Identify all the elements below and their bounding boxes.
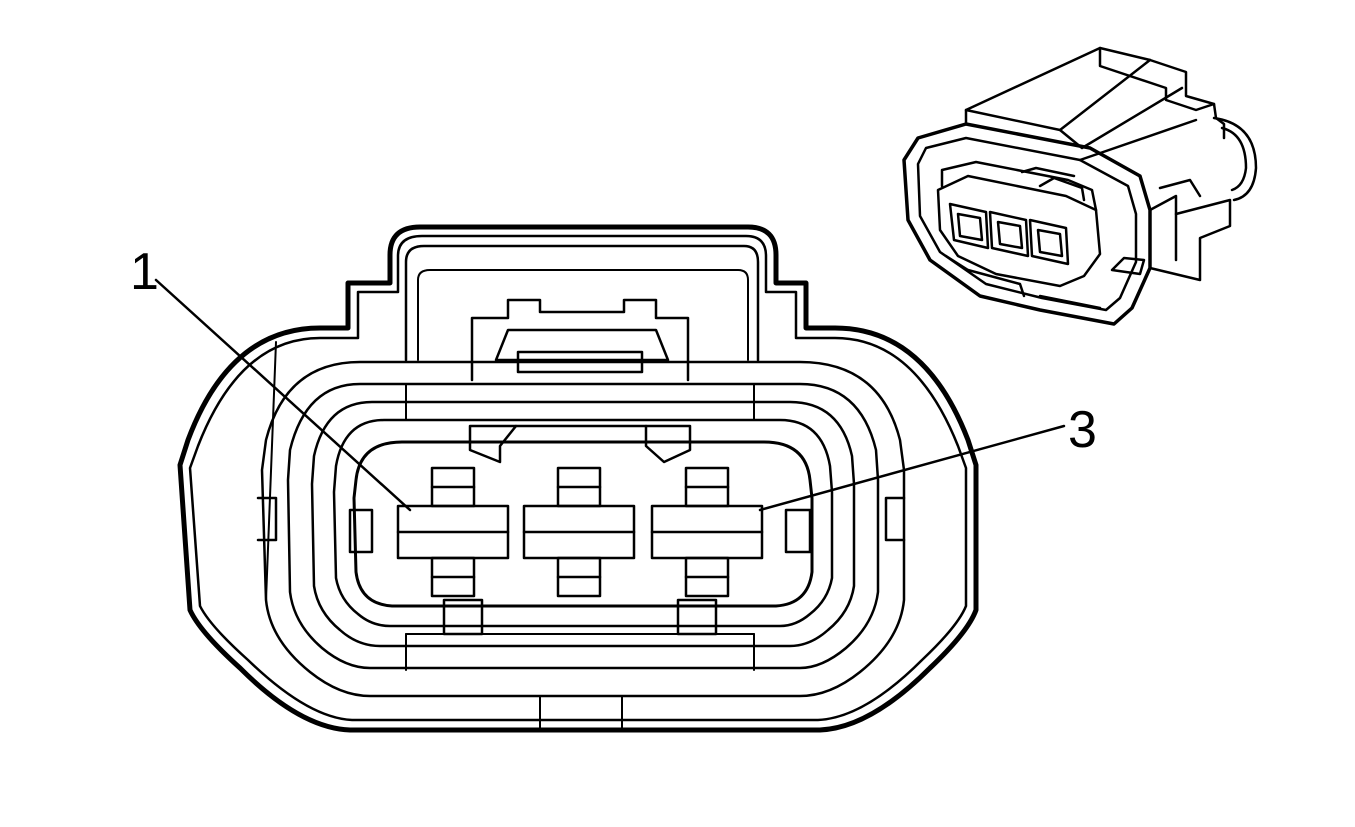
callout-label-pin-3: 3 — [1068, 401, 1097, 459]
frame-notches — [468, 424, 692, 464]
latch-tab — [470, 298, 690, 382]
connector-shell-inner-edge — [188, 234, 968, 722]
bottom-keys — [442, 598, 718, 636]
latch-housing — [404, 244, 760, 362]
iso-cavity-3 — [1028, 218, 1070, 266]
side-lock-right — [784, 496, 906, 554]
connector-face-view — [154, 224, 1066, 733]
housing-ribs — [265, 341, 755, 731]
iso-cavity-1 — [948, 202, 990, 250]
terminal-cavity-1 — [396, 466, 510, 598]
iso-top-latch — [1098, 46, 1216, 112]
leader-line-pin-1 — [154, 278, 412, 512]
seal-ring-2 — [286, 382, 880, 670]
iso-rear-boot — [1212, 116, 1258, 202]
terminal-cavity-2 — [522, 466, 636, 598]
iso-top-ridge — [964, 58, 1152, 132]
terminal-cavity-frame — [352, 440, 814, 608]
seal-ring-4 — [332, 418, 834, 628]
iso-face-border — [916, 136, 1138, 312]
terminal-cavity-3 — [650, 466, 764, 598]
iso-top-body — [964, 46, 1226, 140]
callout-label-pin-1: 1 — [130, 243, 159, 301]
callout-leaders — [154, 278, 1066, 512]
iso-inner-face — [936, 174, 1102, 288]
seal-ring-3 — [310, 400, 856, 648]
iso-side-clip — [1148, 194, 1232, 282]
iso-cavity-2 — [988, 210, 1030, 258]
side-lock-left — [256, 496, 374, 554]
connector-outer-shell — [177, 224, 979, 733]
latch-housing-inner — [417, 269, 749, 361]
seal-ring-outer — [260, 360, 906, 698]
connector-isometric-view — [902, 46, 1258, 326]
leader-line-pin-3 — [758, 424, 1066, 512]
